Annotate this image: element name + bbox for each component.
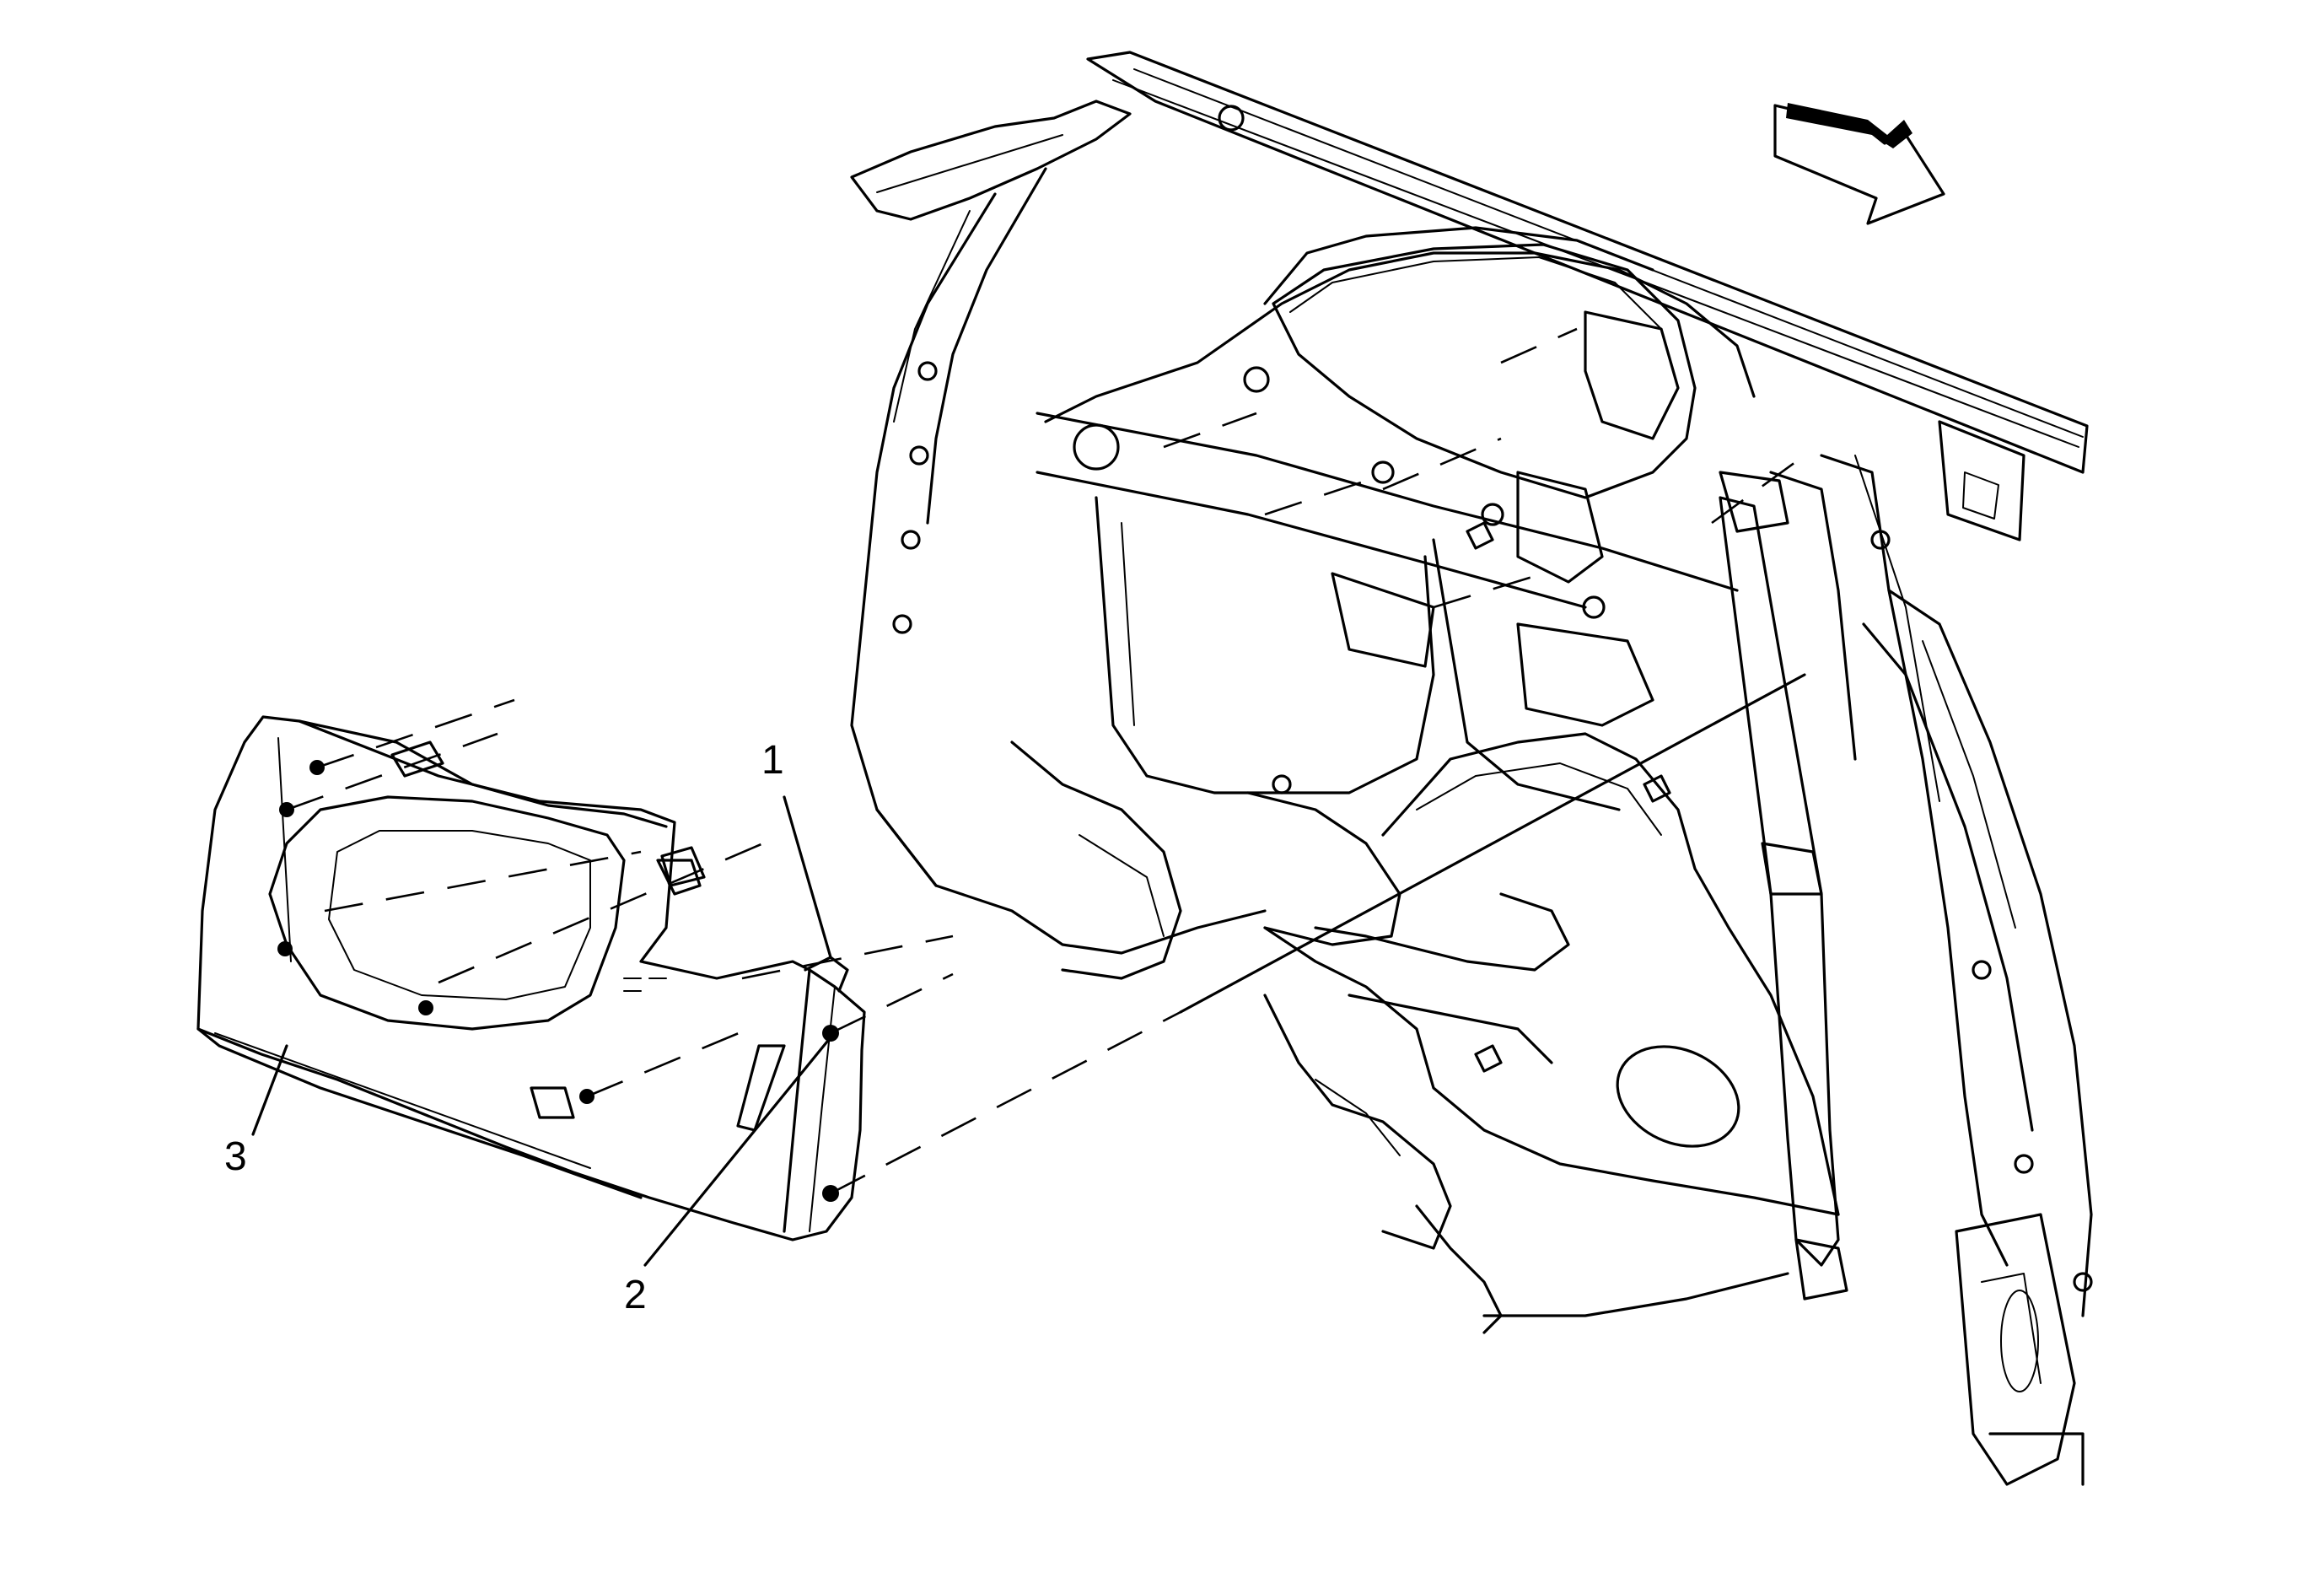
vehicle-body-structure [850, 51, 2093, 1486]
alignment-lines [286, 327, 1806, 1195]
callout-3: 3 [224, 1134, 247, 1179]
quarter-trim-panel [196, 715, 866, 1241]
forward-direction-arrow-icon [1773, 103, 1945, 225]
leader-lines [251, 795, 832, 1267]
callout-1: 1 [761, 738, 784, 783]
callout-2: 2 [624, 1273, 647, 1317]
